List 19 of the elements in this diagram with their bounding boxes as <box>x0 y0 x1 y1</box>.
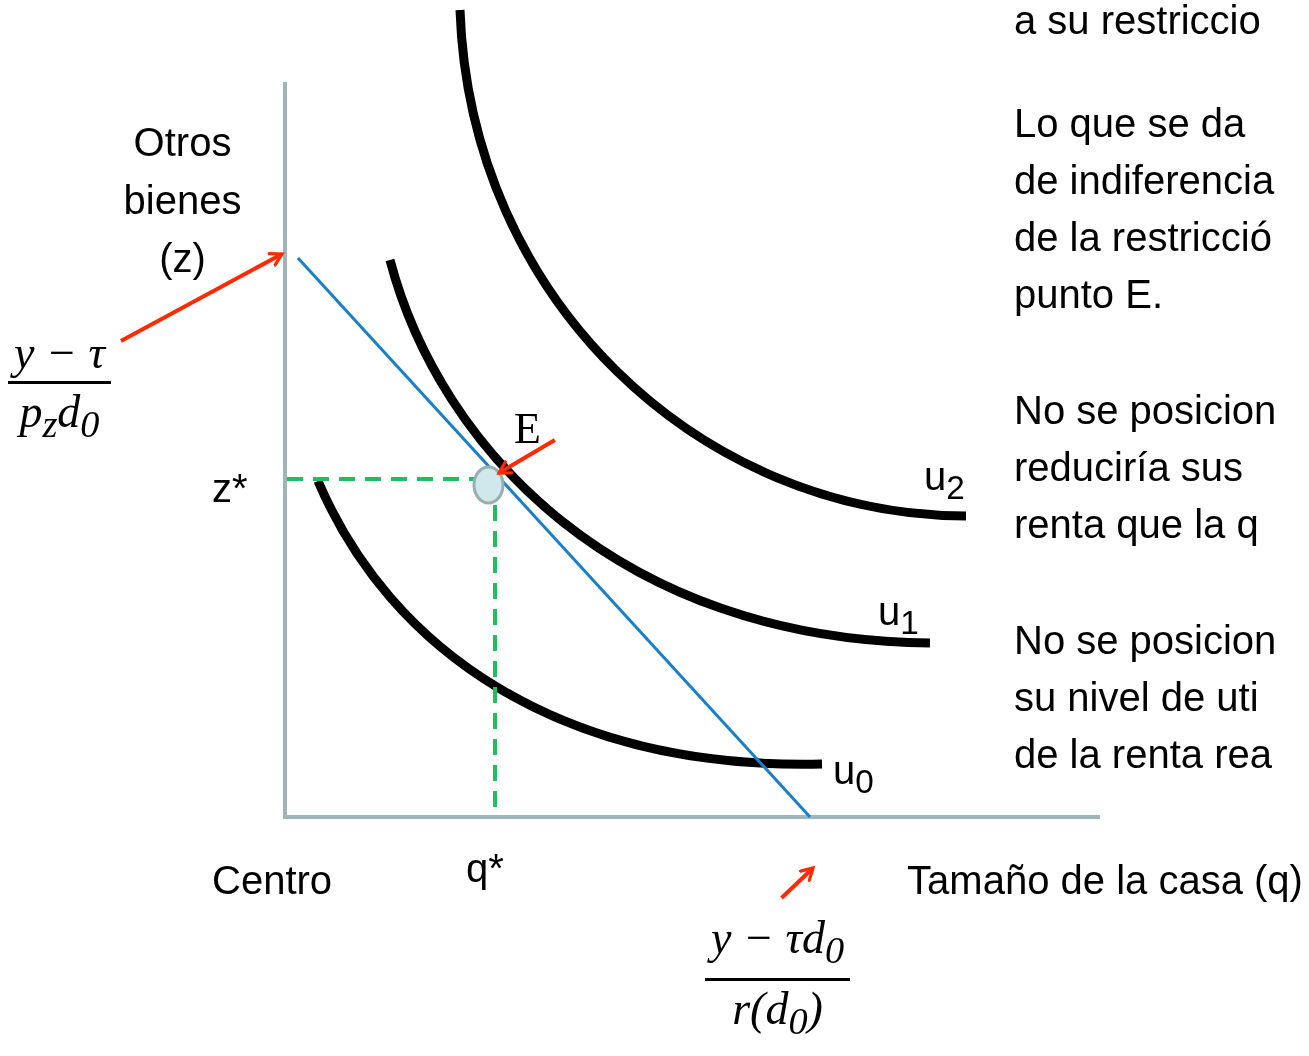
point-label: E <box>514 404 541 454</box>
arrow <box>119 252 284 343</box>
point-marker <box>472 465 505 505</box>
curve-label: u$_{1}$ <box>878 588 919 643</box>
math-fraction: y − τd$_{0}$ r(d$_{0}$) <box>705 910 851 1050</box>
arrow <box>497 438 556 475</box>
curve-label: u$_{2}$ <box>924 453 965 508</box>
paragraph: No se posicion reduciría sus renta que la q <box>1014 387 1278 548</box>
curve-label: u$_{0}$ <box>833 747 874 802</box>
paragraph: a su restriccio <box>1014 0 1262 44</box>
axis-title: Tamaño de la casa (q) <box>906 857 1304 904</box>
paragraph: No se posicion su nivel de uti de la renta rea <box>1014 617 1278 778</box>
axis-title: Otros bienes (z) <box>122 119 243 282</box>
axis-label: Centro <box>212 857 333 904</box>
math-fraction: y − τ p$_{z}$d$_{0}$ <box>8 325 111 453</box>
paragraph: Lo que se da de indiferencia de la restricció punto E. <box>1014 100 1276 318</box>
arrow <box>780 866 815 900</box>
tick-label: q* <box>466 845 504 892</box>
tick-label: z* <box>212 465 248 512</box>
